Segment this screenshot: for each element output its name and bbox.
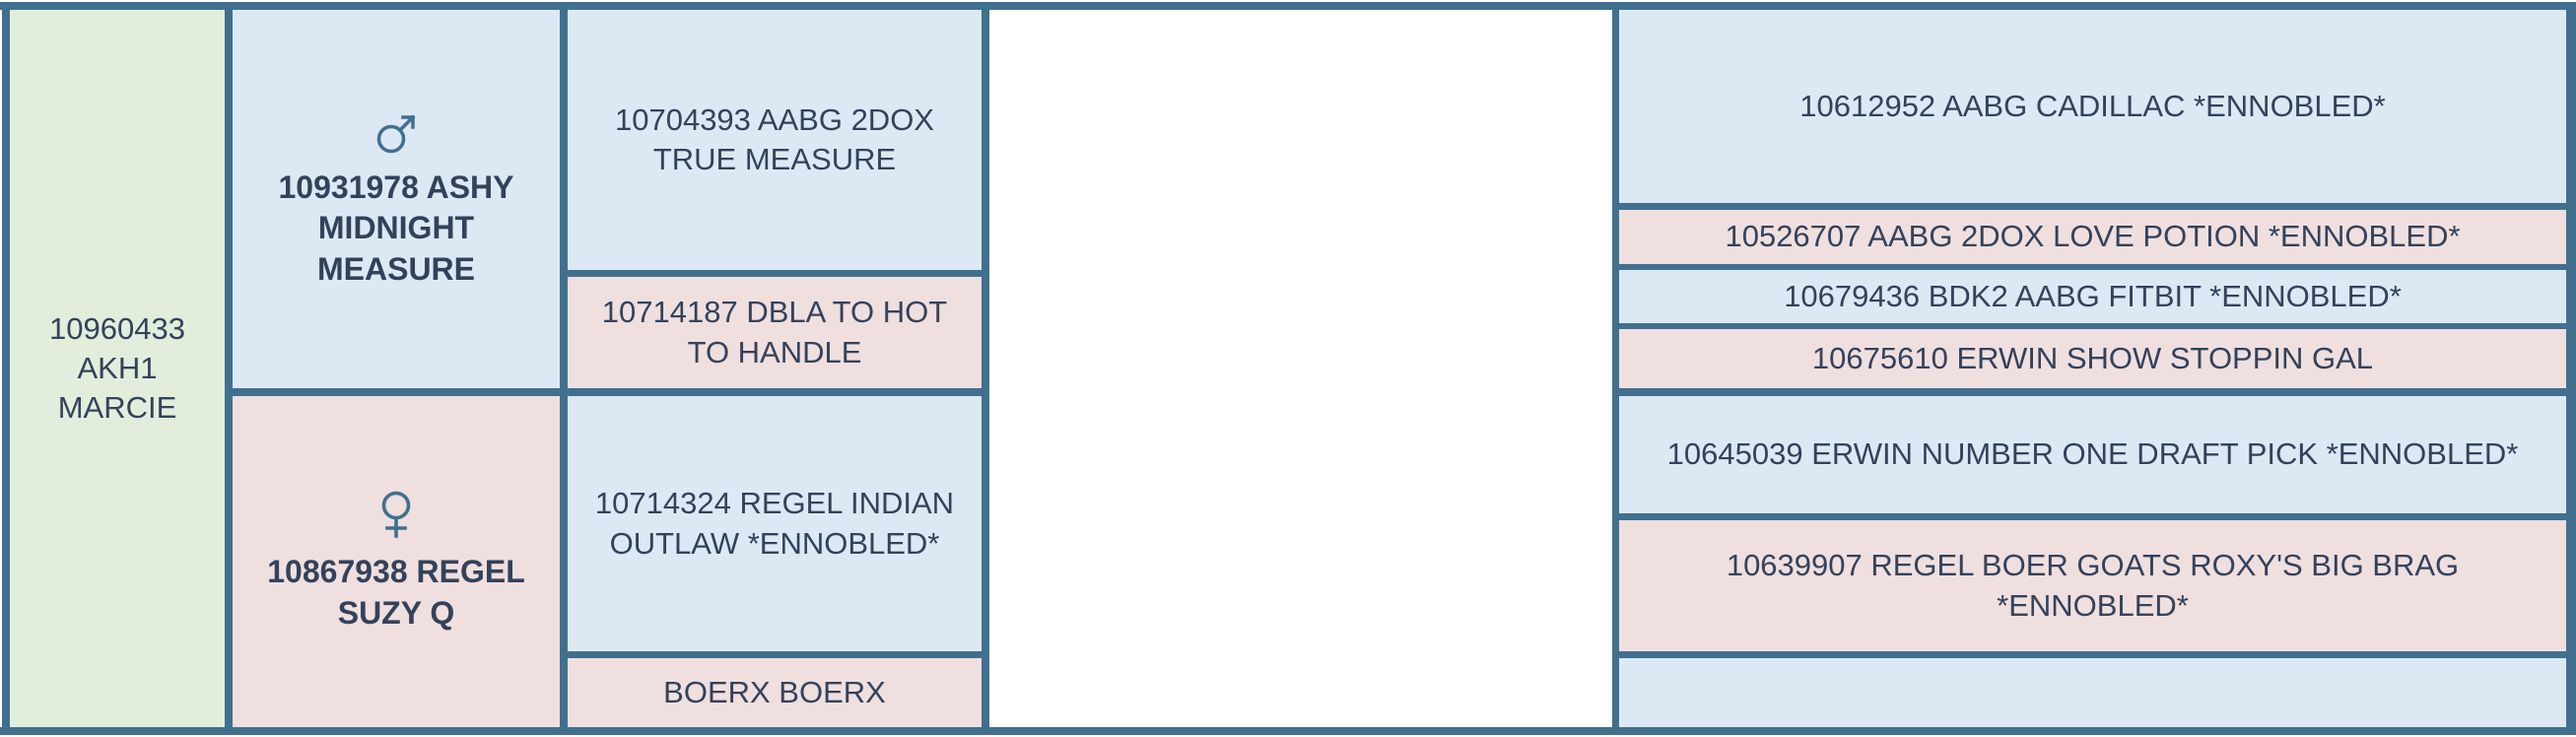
gen3-name-1: 10704393 AABG 2DOX TRUE MEASURE <box>614 101 934 176</box>
frame-right <box>2566 2 2576 735</box>
col-sep-3 <box>982 2 989 735</box>
gen3-name-3: 10714324 REGEL INDIAN OUTLAW *ENNOBLED* <box>594 486 955 561</box>
col-sep-4 <box>1612 2 1619 735</box>
gen4-sep-6 <box>1612 651 2566 658</box>
gen3-sep-3 <box>560 651 989 658</box>
gen4-cell-2[interactable]: 10526707 AABG 2DOX LOVE POTION *ENNOBLED… <box>1619 210 2566 264</box>
gen4-name-6: 10639907 REGEL BOER GOATS ROXY'S BIG BRA… <box>1726 548 2460 623</box>
gen2-sire-cell[interactable]: 10931978 ASHY MIDNIGHT MEASURE <box>233 10 560 388</box>
gen3-name-4: BOERX BOERX <box>663 674 886 709</box>
gen4-name-1: 10612952 AABG CADILLAC *ENNOBLED* <box>1799 88 2386 123</box>
gen4-cell-7[interactable] <box>1619 658 2566 727</box>
gen3-cell-2[interactable]: 10714187 DBLA TO HOT TO HANDLE <box>568 277 982 388</box>
gen1-animal-cell[interactable]: 10960433 AKH1 MARCIE <box>10 10 225 727</box>
gen4-cell-5[interactable]: 10645039 ERWIN NUMBER ONE DRAFT PICK *EN… <box>1619 396 2566 513</box>
gen4-cell-4[interactable]: 10675610 ERWIN SHOW STOPPIN GAL <box>1619 329 2566 388</box>
gen4-sep-4 <box>1612 388 2566 396</box>
gen4-sep-1 <box>1612 203 2566 210</box>
gen4-name-5: 10645039 ERWIN NUMBER ONE DRAFT PICK *EN… <box>1666 436 2519 472</box>
gen4-cell-1[interactable]: 10612952 AABG CADILLAC *ENNOBLED* <box>1619 10 2566 203</box>
gen3-cell-3[interactable]: 10714324 REGEL INDIAN OUTLAW *ENNOBLED* <box>568 396 982 651</box>
gen1-animal-name: 10960433 AKH1 MARCIE <box>49 310 185 426</box>
gen4-name-2: 10526707 AABG 2DOX LOVE POTION *ENNOBLED… <box>1725 219 2461 254</box>
gen4-sep-2 <box>1612 264 2566 270</box>
gen2-sire-name: 10931978 ASHY MIDNIGHT MEASURE <box>278 168 514 287</box>
gen2-dam-name: 10867938 REGEL SUZY Q <box>267 554 525 631</box>
frame-bottom <box>0 727 2576 735</box>
col-sep-1 <box>225 2 233 735</box>
gen2-row-sep <box>225 388 568 396</box>
frame-left <box>2 2 10 735</box>
gen4-cell-6[interactable]: 10639907 REGEL BOER GOATS ROXY'S BIG BRA… <box>1619 520 2566 651</box>
venus-icon <box>376 489 416 540</box>
gen3-sep-2 <box>560 388 989 396</box>
gen4-cell-3[interactable]: 10679436 BDK2 AABG FITBIT *ENNOBLED* <box>1619 270 2566 323</box>
gen3-cell-4[interactable]: BOERX BOERX <box>568 658 982 727</box>
gen4-name-4: 10675610 ERWIN SHOW STOPPIN GAL <box>1811 340 2374 375</box>
col-sep-2 <box>560 2 568 735</box>
gen2-dam-cell[interactable]: 10867938 REGEL SUZY Q <box>233 396 560 727</box>
gen3-name-2: 10714187 DBLA TO HOT TO HANDLE <box>601 295 948 369</box>
gen3-sep-1 <box>560 270 989 277</box>
mars-icon <box>374 108 418 156</box>
gen4-sep-3 <box>1612 323 2566 329</box>
gen3-cell-1[interactable]: 10704393 AABG 2DOX TRUE MEASURE <box>568 10 982 270</box>
gen4-sep-5 <box>1612 513 2566 520</box>
gen4-name-3: 10679436 BDK2 AABG FITBIT *ENNOBLED* <box>1784 278 2402 313</box>
frame-top <box>0 2 2576 10</box>
